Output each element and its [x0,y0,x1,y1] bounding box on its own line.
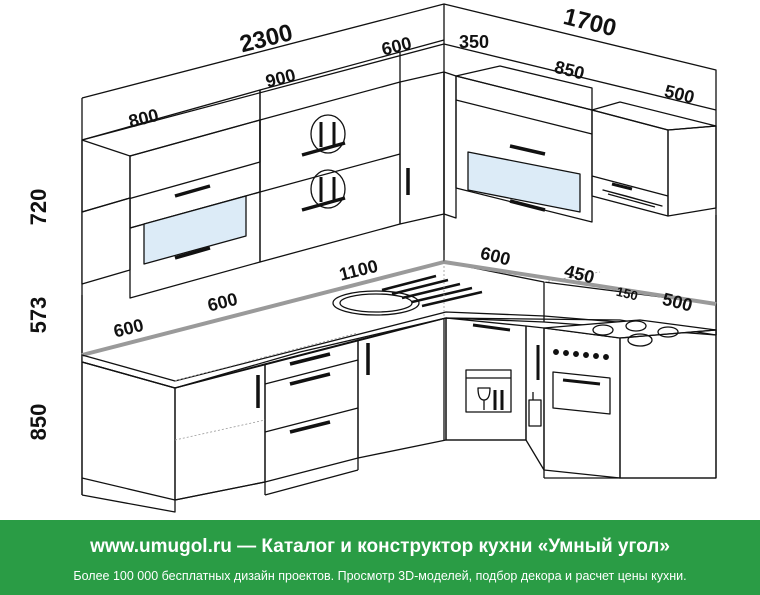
upper-cabinet-850 [443,65,593,223]
stove [543,319,717,479]
upper-cabinet-500-hood [591,101,717,217]
upper-cabinet-600 [399,39,445,225]
oven-door [552,371,611,415]
dim-wall-left-total: 2300 [237,19,295,58]
dim-upper-900: 900 [264,65,298,92]
dishwasher [445,317,527,441]
dim-height-850: 850 [26,404,51,441]
dim-height-573: 573 [26,297,51,334]
seam-lines [174,262,601,441]
dim-counter-450: 450 [562,261,596,288]
upper-cabinet-800 [81,89,261,299]
burner-icon [592,320,679,347]
dim-upper-800: 800 [127,105,161,132]
footer-banner: www.umugol.ru — Каталог и конструктор ку… [0,520,760,595]
dim-counter-150: 150 [615,284,640,304]
range-hood-icon [602,182,663,208]
stove-knob-icon [553,349,609,360]
bottle-icon [528,392,542,427]
banner-subtitle: Более 100 000 бесплатных дизайн проектов… [73,569,687,583]
dim-wall-right-total: 1700 [561,3,619,42]
narrow-base-cabinet [525,325,545,471]
dim-upper-350: 350 [459,32,489,52]
sink-base-cabinet [357,317,447,459]
kitchen-drawing: 2300 1700 800 900 600 350 850 500 720 57… [26,3,717,513]
banner-title[interactable]: www.umugol.ru — Каталог и конструктор ку… [90,536,670,557]
dishwasher-icon [477,387,504,410]
dim-upper-600: 600 [380,33,414,60]
dim-upper-500: 500 [662,81,696,108]
sink [332,274,483,316]
dim-counter-600-right: 600 [478,243,512,270]
glass-panel [143,195,247,265]
dim-counter-600-left: 600 [112,315,146,342]
cutlery-icon [310,114,346,209]
dim-height-720: 720 [26,189,51,226]
plinth [174,439,716,501]
drawer-stack [264,339,359,496]
dim-counter-600-mid: 600 [206,289,240,316]
glass-panel [467,151,581,213]
